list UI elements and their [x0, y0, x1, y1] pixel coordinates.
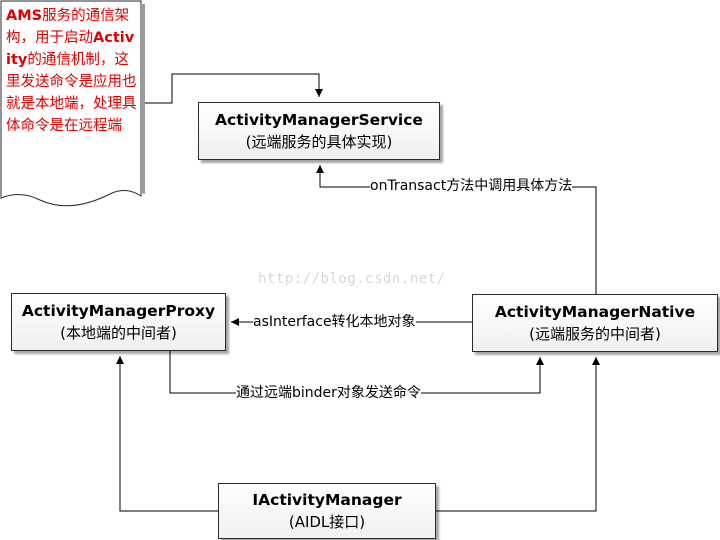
note-ams-text: AMS: [6, 8, 43, 24]
amn-title: ActivityManagerNative: [494, 303, 696, 321]
ontransact-label: onTransact方法中调用具体方法: [370, 178, 573, 194]
watermark: http://blog.csdn.net/: [258, 271, 446, 287]
note-text-1: 服务的通信架构，用于启动: [6, 8, 130, 46]
binder-label: 通过远端binder对象发送命令: [236, 385, 421, 401]
iam-title: IActivityManager: [252, 491, 402, 509]
interface-to-proxy-arrow: [116, 356, 218, 512]
ams-subtitle: (远端服务的具体实现): [245, 133, 393, 151]
ams-title: ActivityManagerService: [215, 111, 423, 129]
note-to-ams-connector: [141, 73, 323, 104]
iam-subtitle: (AIDL接口): [288, 513, 366, 531]
note-shape: [0, 0, 145, 207]
interface-to-native-arrow: [436, 357, 600, 512]
amp-title: ActivityManagerProxy: [21, 302, 216, 320]
activity-manager-service-box: ActivityManagerService (远端服务的具体实现): [198, 102, 440, 160]
note-activity-text: Activity: [6, 30, 135, 68]
amn-subtitle: (远端服务的中间者): [529, 325, 661, 343]
amp-subtitle: (本地端的中间者): [60, 324, 177, 342]
iactivity-manager-box: IActivityManager (AIDL接口): [218, 483, 436, 539]
asinterface-label: asInterface转化本地对象: [253, 314, 416, 330]
note-text-2: 的通信机制，这里发送命令是应用也就是本地端，处理具体命令是在远程端: [6, 52, 137, 134]
activity-manager-native-box: ActivityManagerNative (远端服务的中间者): [472, 294, 718, 352]
activity-manager-proxy-box: ActivityManagerProxy (本地端的中间者): [11, 293, 226, 351]
annotation-note: AMS服务的通信架构，用于启动Activity的通信机制，这里发送命令是应用也就…: [2, 2, 141, 202]
